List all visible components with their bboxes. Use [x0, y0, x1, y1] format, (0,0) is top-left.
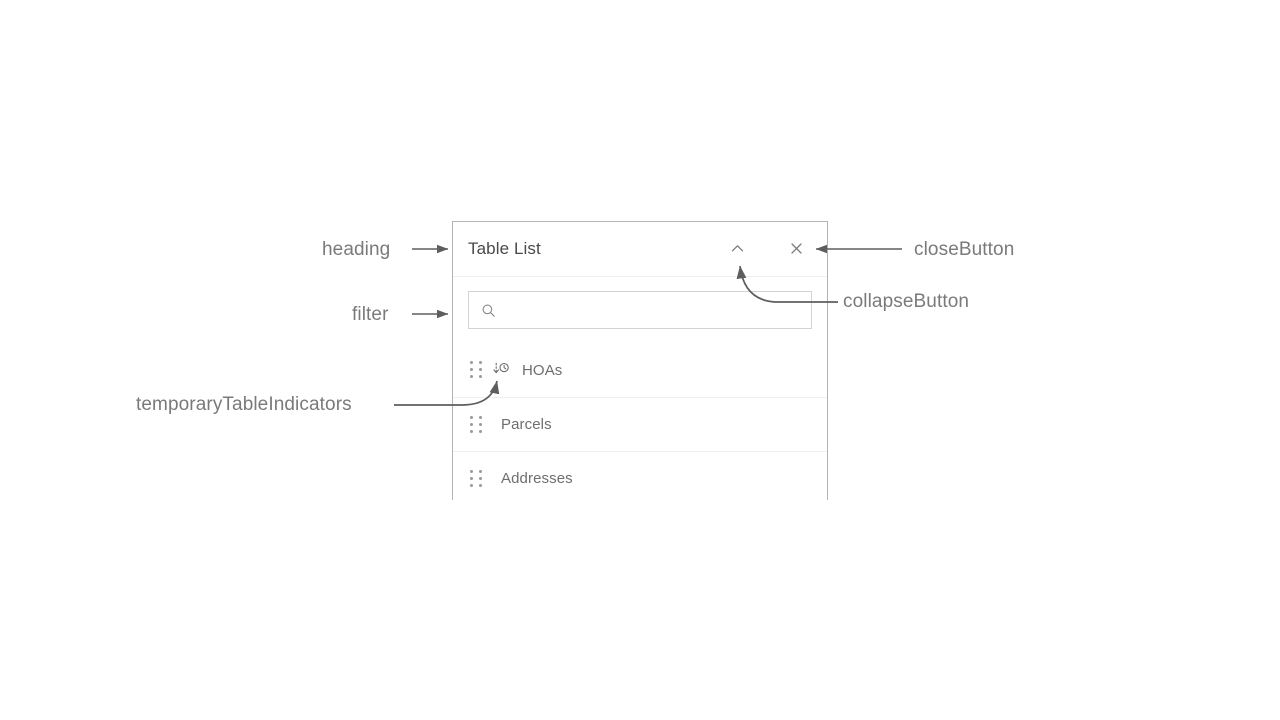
list-item-label: Parcels: [501, 416, 552, 433]
annotation-temporary-table-indicators: temporaryTableIndicators: [136, 394, 352, 415]
temporary-table-icon: [491, 360, 511, 380]
chevron-up-icon: [729, 240, 746, 260]
drag-handle-icon[interactable]: [470, 361, 484, 379]
drag-handle-icon[interactable]: [470, 469, 484, 488]
close-icon: [788, 240, 805, 260]
list-item[interactable]: HOAs: [453, 343, 827, 397]
page-title: Table List: [468, 239, 541, 258]
filter-box[interactable]: [468, 291, 812, 329]
list-item[interactable]: Parcels: [453, 397, 827, 451]
annotation-filter: filter: [352, 304, 389, 325]
close-button[interactable]: [779, 233, 813, 267]
list-item-label: Addresses: [501, 470, 573, 487]
annotation-heading: heading: [322, 239, 391, 260]
list-item[interactable]: Addresses: [453, 451, 827, 505]
header-actions: [720, 222, 827, 277]
list-item-label: HOAs: [522, 361, 563, 379]
drag-handle-icon[interactable]: [470, 415, 484, 434]
search-input[interactable]: [505, 292, 811, 328]
filter: [453, 277, 827, 329]
table-list: HOAs Parcels Addresses: [453, 343, 827, 505]
panel-header: Table List: [453, 222, 827, 277]
table-list-panel: Table List: [452, 221, 828, 505]
search-icon: [481, 303, 496, 318]
collapse-button[interactable]: [720, 233, 754, 267]
annotation-close-button: closeButton: [914, 239, 1015, 260]
annotation-collapse-button: collapseButton: [843, 291, 970, 312]
